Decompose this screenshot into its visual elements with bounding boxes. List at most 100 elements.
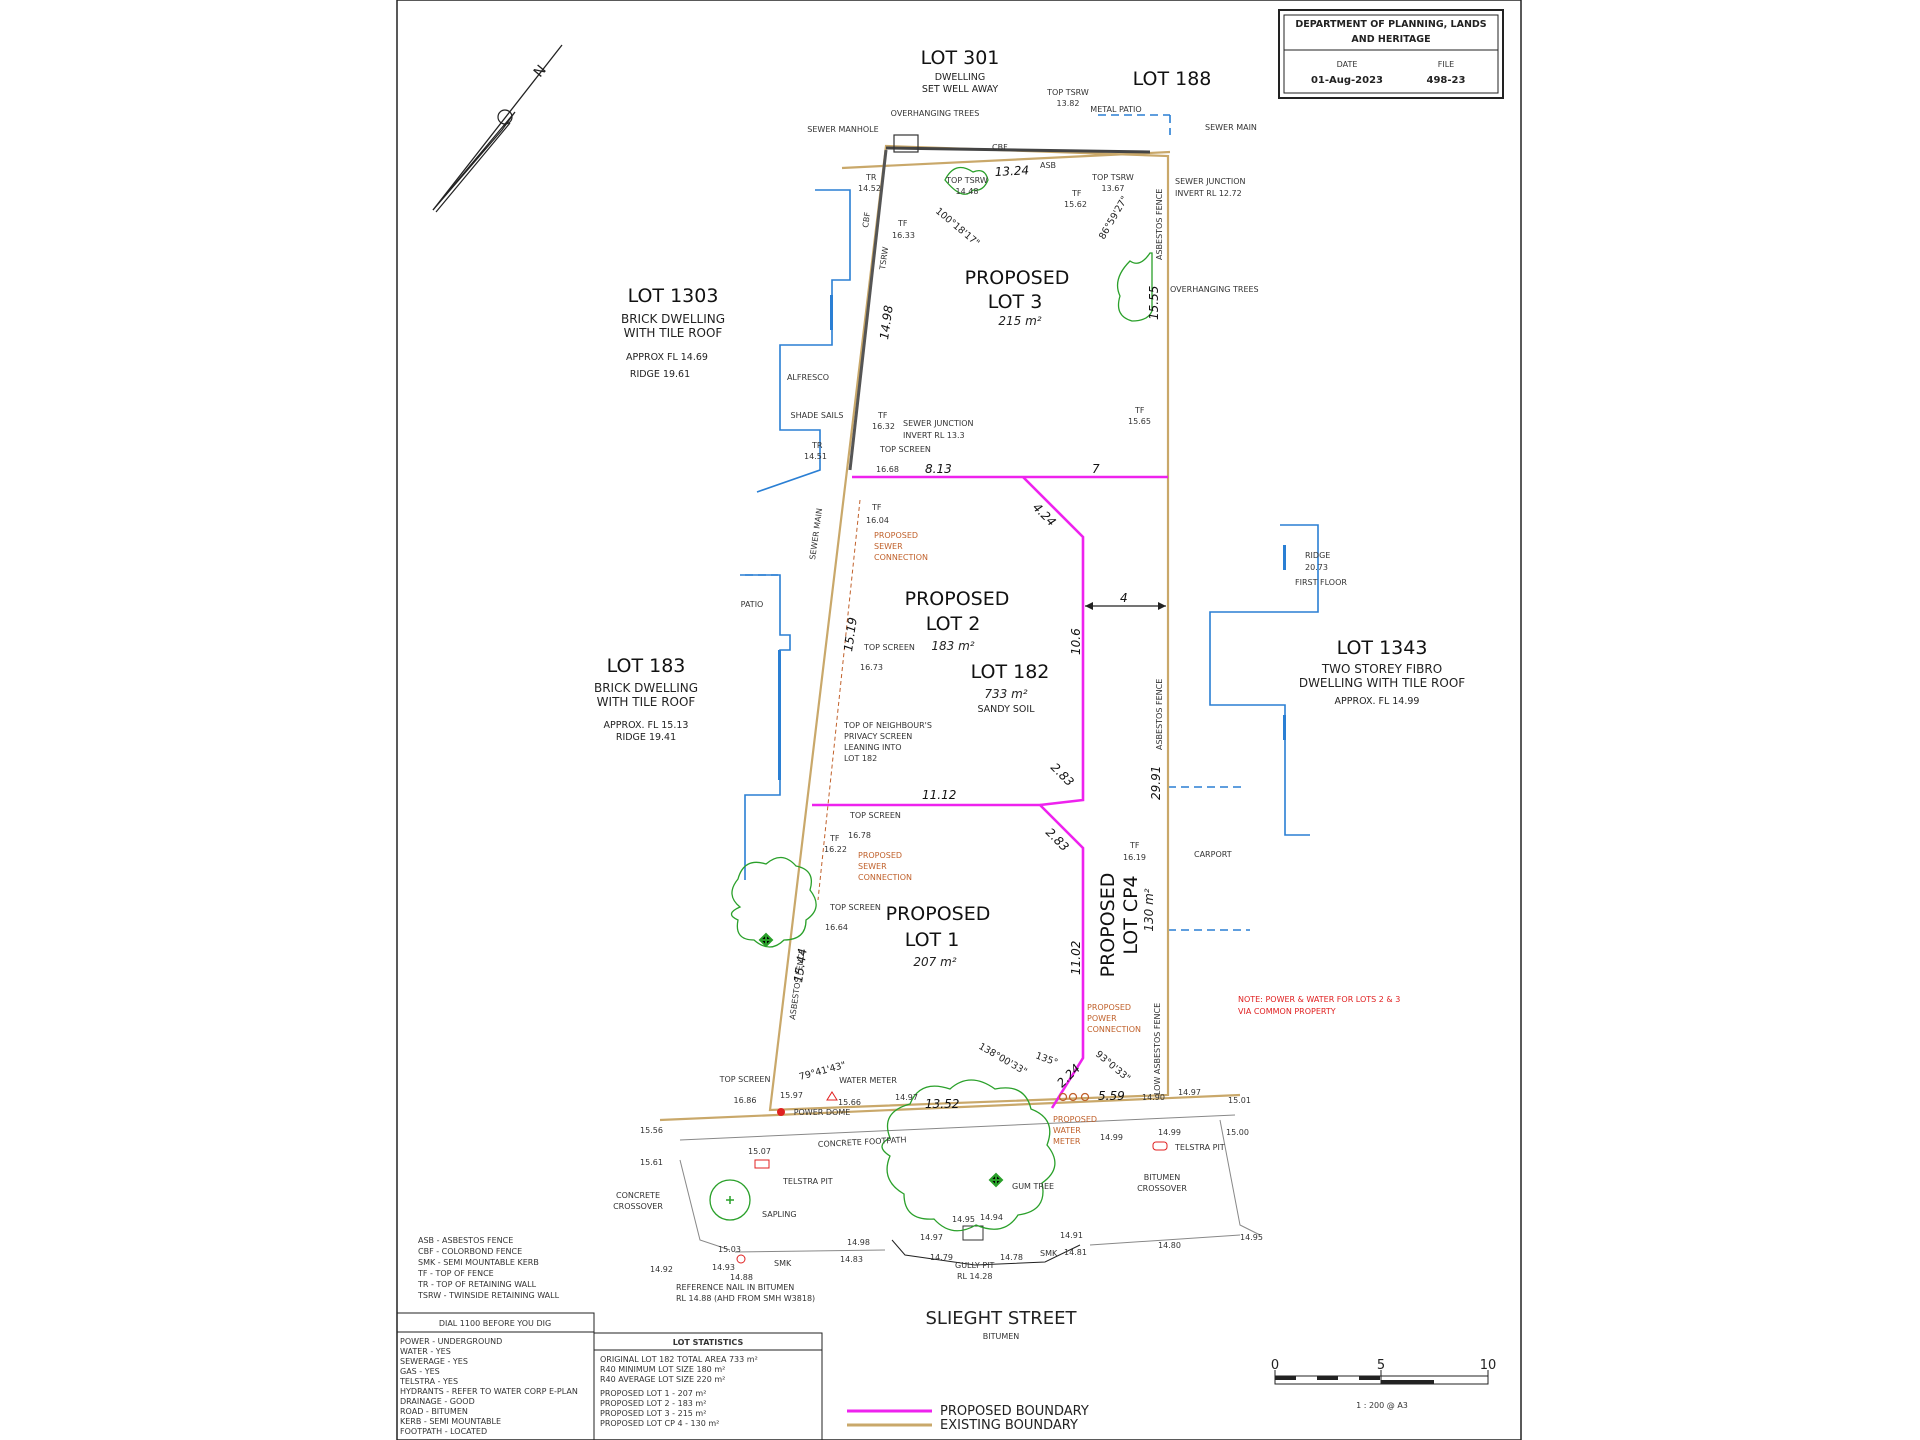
svg-text:SMK: SMK [774, 1259, 792, 1268]
svg-text:SEWER: SEWER [874, 542, 903, 551]
svg-text:15.62: 15.62 [1064, 200, 1087, 209]
svg-text:SEWER JUNCTION: SEWER JUNCTION [1175, 177, 1246, 186]
svg-text:15.66: 15.66 [838, 1098, 861, 1107]
svg-text:15.55: 15.55 [1147, 286, 1161, 320]
svg-text:TELSTRA PIT: TELSTRA PIT [782, 1177, 833, 1186]
date-label: DATE [1337, 60, 1358, 69]
svg-text:11.12: 11.12 [922, 788, 956, 802]
svg-text:LOW ASBESTOS FENCE: LOW ASBESTOS FENCE [1153, 1003, 1162, 1095]
legend-proposed-label: PROPOSED BOUNDARY [940, 1404, 1089, 1419]
sapling-icon [709, 1179, 751, 1221]
svg-text:14.98: 14.98 [877, 304, 896, 340]
svg-text:NOTE: POWER & WATER FOR LOTS 2: NOTE: POWER & WATER FOR LOTS 2 & 3 [1238, 995, 1400, 1004]
existing-boundary [659, 144, 1261, 1266]
svg-text:TOP SCREEN: TOP SCREEN [879, 445, 931, 454]
svg-text:14.81: 14.81 [1064, 1248, 1087, 1257]
svg-text:13.52: 13.52 [925, 1097, 959, 1111]
lot182-title: LOT 182 [971, 661, 1050, 683]
svg-text:16.73: 16.73 [860, 663, 883, 672]
svg-text:14.92: 14.92 [650, 1265, 673, 1274]
svg-text:TOP OF NEIGHBOUR'S: TOP OF NEIGHBOUR'S [843, 721, 932, 730]
svg-text:POWER - UNDERGROUND: POWER - UNDERGROUND [400, 1337, 502, 1346]
svg-text:OVERHANGING TREES: OVERHANGING TREES [1170, 285, 1259, 294]
svg-text:13.67: 13.67 [1102, 184, 1125, 193]
svg-text:ROAD - BITUMEN: ROAD - BITUMEN [400, 1407, 468, 1416]
svg-text:14.83: 14.83 [840, 1255, 863, 1264]
svg-text:TELSTRA - YES: TELSTRA - YES [399, 1377, 458, 1386]
legend-existing-label: EXISTING BOUNDARY [940, 1418, 1078, 1433]
svg-text:14.79: 14.79 [930, 1253, 953, 1262]
svg-text:REFERENCE NAIL IN BITUMEN: REFERENCE NAIL IN BITUMEN [676, 1283, 794, 1292]
proposed-lot1-l1: PROPOSED [886, 903, 991, 925]
svg-text:CBF: CBF [861, 211, 872, 228]
proposed-lot2-l1: PROPOSED [905, 588, 1010, 610]
annotations: SEWER MANHOLE OVERHANGING TREES TOP TSRW… [613, 88, 1400, 1341]
svg-text:OVERHANGING TREES: OVERHANGING TREES [891, 109, 980, 118]
svg-text:16.22: 16.22 [824, 845, 847, 854]
svg-text:PROPOSED: PROPOSED [858, 851, 902, 860]
proposed-lot2-l2: LOT 2 [926, 613, 981, 635]
spot-levels: 15.56 15.07 15.61 15.03 14.92 14.93 14.8… [640, 1088, 1263, 1282]
svg-text:GULLY PIT: GULLY PIT [955, 1261, 995, 1270]
svg-text:16.32: 16.32 [872, 422, 895, 431]
svg-text:PATIO: PATIO [741, 600, 764, 609]
svg-text:TSRW: TSRW [878, 246, 890, 271]
lot183-l4: RIDGE 19.41 [616, 732, 676, 743]
svg-text:PROPOSED LOT 3 - 215 m²: PROPOSED LOT 3 - 215 m² [600, 1409, 706, 1418]
lot183-l2: WITH TILE ROOF [597, 695, 696, 709]
svg-text:14.91: 14.91 [1060, 1231, 1083, 1240]
svg-text:14.78: 14.78 [1000, 1253, 1023, 1262]
svg-text:ASBESTOS FENCE: ASBESTOS FENCE [1155, 189, 1164, 260]
gum-tree-icon [881, 1079, 1056, 1232]
svg-text:CONCRETE: CONCRETE [616, 1191, 660, 1200]
svg-text:CONNECTION: CONNECTION [1087, 1025, 1141, 1034]
svg-text:TR: TR [865, 173, 877, 182]
services-header: DIAL 1100 BEFORE YOU DIG [439, 1319, 551, 1328]
svg-text:SEWER JUNCTION: SEWER JUNCTION [903, 419, 974, 428]
abbrev-asb: ASB - ASBESTOS FENCE [418, 1236, 513, 1245]
svg-text:SHADE SAILS: SHADE SAILS [791, 411, 844, 420]
svg-text:14.95: 14.95 [952, 1215, 975, 1224]
sewer-manhole-icon [893, 134, 919, 153]
svg-text:11.02: 11.02 [1069, 941, 1083, 975]
svg-text:1 : 200 @ A3: 1 : 200 @ A3 [1356, 1401, 1408, 1410]
lot183-l1: BRICK DWELLING [594, 681, 698, 695]
abbrev-smk: SMK - SEMI MOUNTABLE KERB [418, 1258, 539, 1267]
abbrev-tsrw: TSRW - TWINSIDE RETAINING WALL [417, 1291, 560, 1300]
title-block: DEPARTMENT OF PLANNING, LANDS AND HERITA… [1278, 9, 1504, 99]
svg-text:15.01: 15.01 [1228, 1096, 1251, 1105]
svg-text:TF: TF [871, 503, 882, 512]
date-value: 01-Aug-2023 [1311, 75, 1383, 86]
svg-text:5: 5 [1377, 1358, 1385, 1373]
lot301-l1: DWELLING [935, 72, 986, 83]
department-line2: AND HERITAGE [1351, 34, 1430, 45]
svg-text:DRAINAGE - GOOD: DRAINAGE - GOOD [400, 1397, 475, 1406]
svg-text:15.97: 15.97 [780, 1091, 803, 1100]
svg-text:4: 4 [1120, 591, 1128, 605]
lot301-title: LOT 301 [921, 47, 1000, 69]
svg-text:TOP SCREEN: TOP SCREEN [829, 903, 881, 912]
tree-left-icon [730, 856, 817, 948]
svg-text:BITUMEN: BITUMEN [1144, 1173, 1181, 1182]
trees [709, 166, 1153, 1232]
svg-text:15.07: 15.07 [748, 1147, 771, 1156]
svg-text:14.97: 14.97 [895, 1093, 918, 1102]
lot-stats-header: LOT STATISTICS [673, 1338, 744, 1347]
proposed-lot1-l2: LOT 1 [905, 929, 960, 951]
svg-text:10.6: 10.6 [1069, 628, 1083, 655]
svg-text:INVERT RL 12.72: INVERT RL 12.72 [1175, 189, 1242, 198]
lot188-title: LOT 188 [1133, 68, 1212, 90]
file-label: FILE [1438, 60, 1454, 69]
svg-text:FOOTPATH - LOCATED: FOOTPATH - LOCATED [400, 1427, 487, 1436]
overhanging-trees-right-icon [1116, 252, 1153, 322]
scale-bar: 0 5 10 1 : 200 @ A3 [1271, 1358, 1496, 1410]
abbrev-tr: TR - TOP OF RETAINING WALL [417, 1280, 537, 1289]
svg-text:R40 MINIMUM LOT SIZE 180 m²: R40 MINIMUM LOT SIZE 180 m² [600, 1365, 725, 1374]
lot-statistics-table: LOT STATISTICS ORIGINAL LOT 182 TOTAL AR… [593, 1332, 823, 1440]
lot182-area: 733 m² [984, 687, 1027, 701]
svg-text:14.94: 14.94 [980, 1213, 1003, 1222]
svg-text:14.48: 14.48 [956, 187, 979, 196]
abbrev-tf: TF - TOP OF FENCE [417, 1269, 494, 1278]
svg-text:0: 0 [1271, 1358, 1279, 1373]
svg-text:16.68: 16.68 [876, 465, 899, 474]
